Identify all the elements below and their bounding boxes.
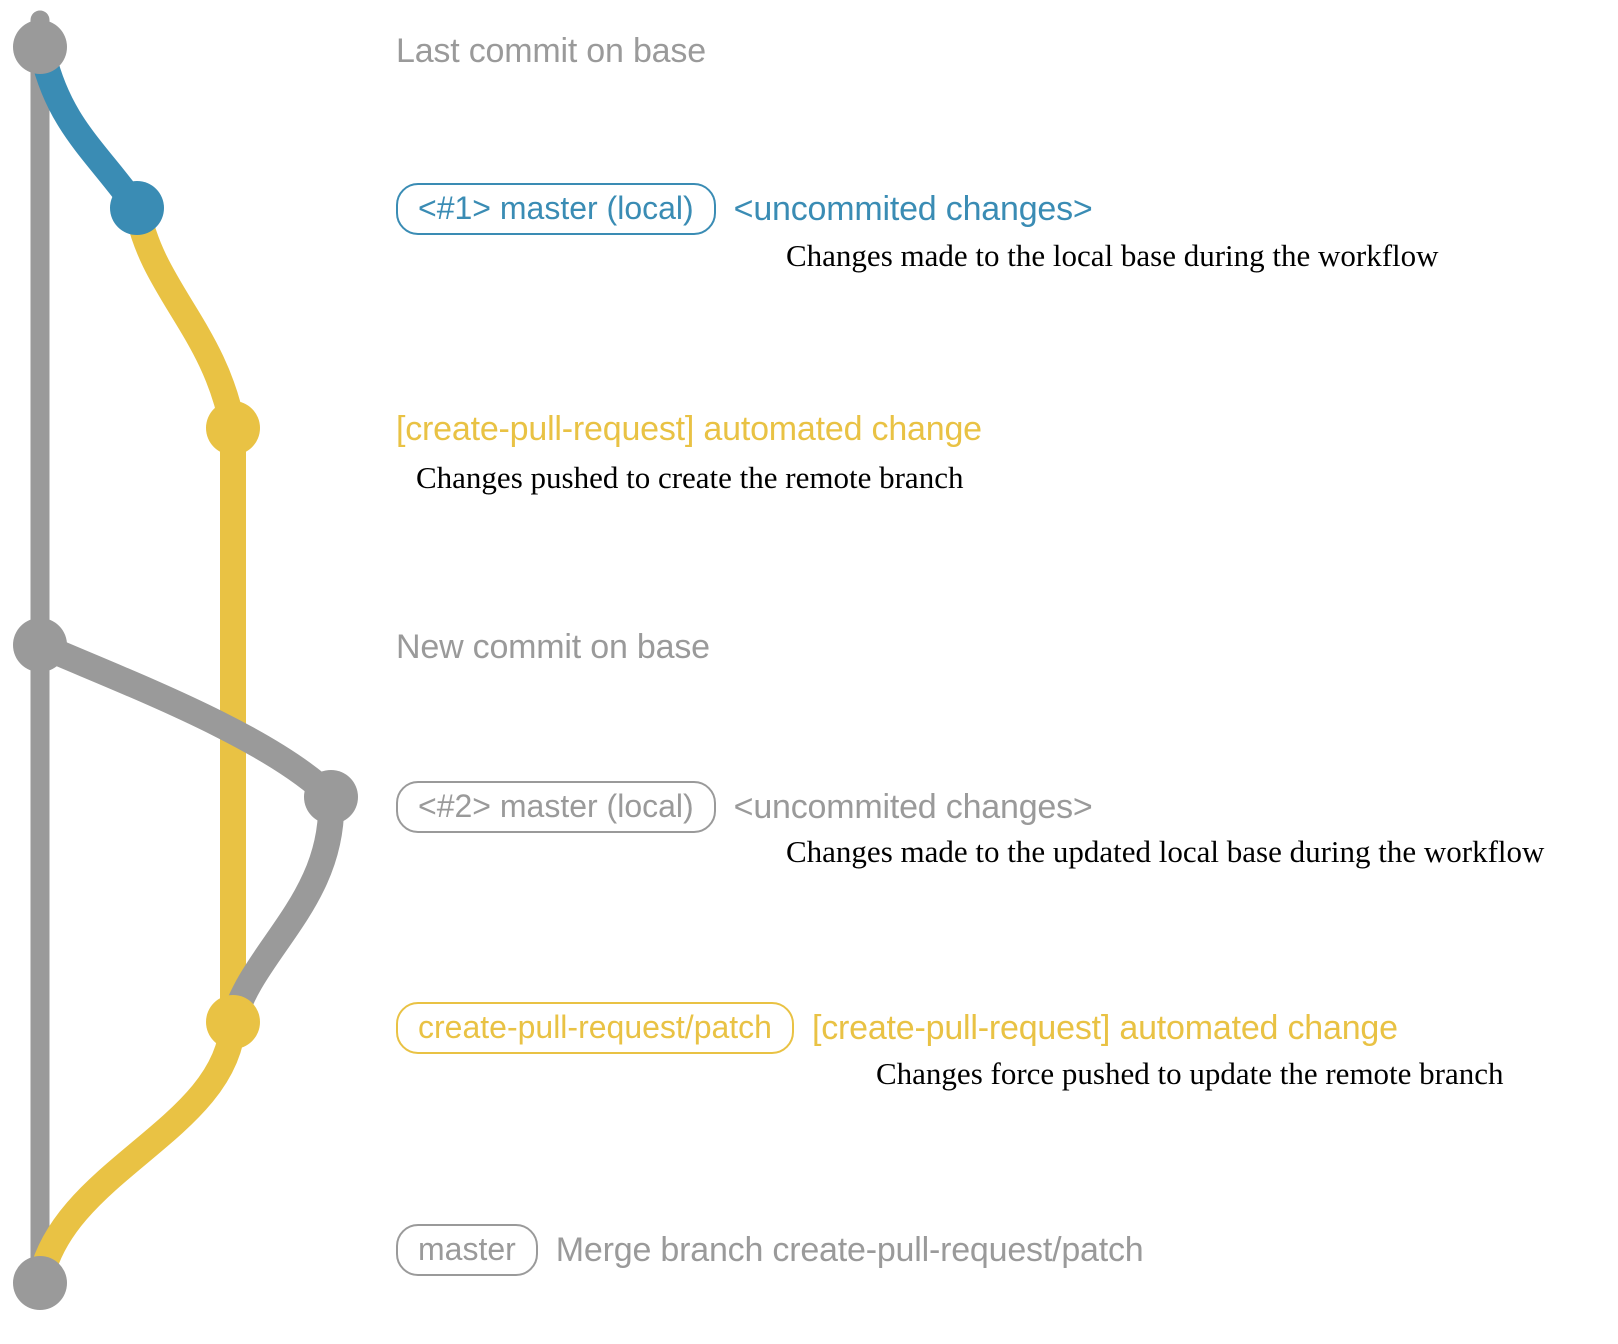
row-new-commit: New commit on base xyxy=(396,628,710,667)
row-automated-change-1: [create-pull-request] automated change xyxy=(396,410,982,449)
patch-merge-line xyxy=(27,1009,246,1296)
node-local-commit-1 xyxy=(110,181,164,235)
row-local-commit-1: <#1> master (local) <uncommited changes> xyxy=(396,183,1093,235)
commit-message-new-commit: New commit on base xyxy=(396,628,710,666)
description-patch: Changes force pushed to update the remot… xyxy=(876,1056,1504,1091)
node-local-commit-2 xyxy=(304,770,358,824)
local-branch-line-2 xyxy=(27,632,344,810)
branch-badge-master[interactable]: master xyxy=(396,1224,538,1276)
description-local-1: Changes made to the local base during th… xyxy=(786,238,1439,273)
node-patch-commit-2 xyxy=(206,995,260,1049)
row-patch-branch: create-pull-request/patch [create-pull-r… xyxy=(396,1002,1398,1054)
node-master-merge-commit xyxy=(13,1256,67,1310)
row-local-commit-2: <#2> master (local) <uncommited changes> xyxy=(396,781,1093,833)
branch-badge-local-2[interactable]: <#2> master (local) xyxy=(396,781,716,833)
description-automated-change-1: Changes pushed to create the remote bran… xyxy=(416,460,964,495)
commit-message-last-commit: Last commit on base xyxy=(396,32,706,70)
commit-message-automated-change-1: [create-pull-request] automated change xyxy=(396,410,982,448)
node-base-commit-top xyxy=(13,20,67,74)
description-local-2: Changes made to the updated local base d… xyxy=(786,834,1545,869)
commit-message-local-2: <uncommited changes> xyxy=(733,787,1093,826)
branch-badge-local-1[interactable]: <#1> master (local) xyxy=(396,183,716,235)
row-last-commit: Last commit on base xyxy=(396,32,706,71)
row-master-merge: master Merge branch create-pull-request/… xyxy=(396,1224,1144,1276)
local-to-patch-line xyxy=(220,784,345,1035)
node-patch-commit-1 xyxy=(206,401,260,455)
commit-message-patch: [create-pull-request] automated change xyxy=(811,1008,1398,1047)
commit-message-master-merge: Merge branch create-pull-request/patch xyxy=(555,1230,1144,1269)
branch-badge-patch[interactable]: create-pull-request/patch xyxy=(396,1002,794,1054)
commit-message-local-1: <uncommited changes> xyxy=(733,189,1093,228)
node-base-commit-new xyxy=(13,618,67,672)
